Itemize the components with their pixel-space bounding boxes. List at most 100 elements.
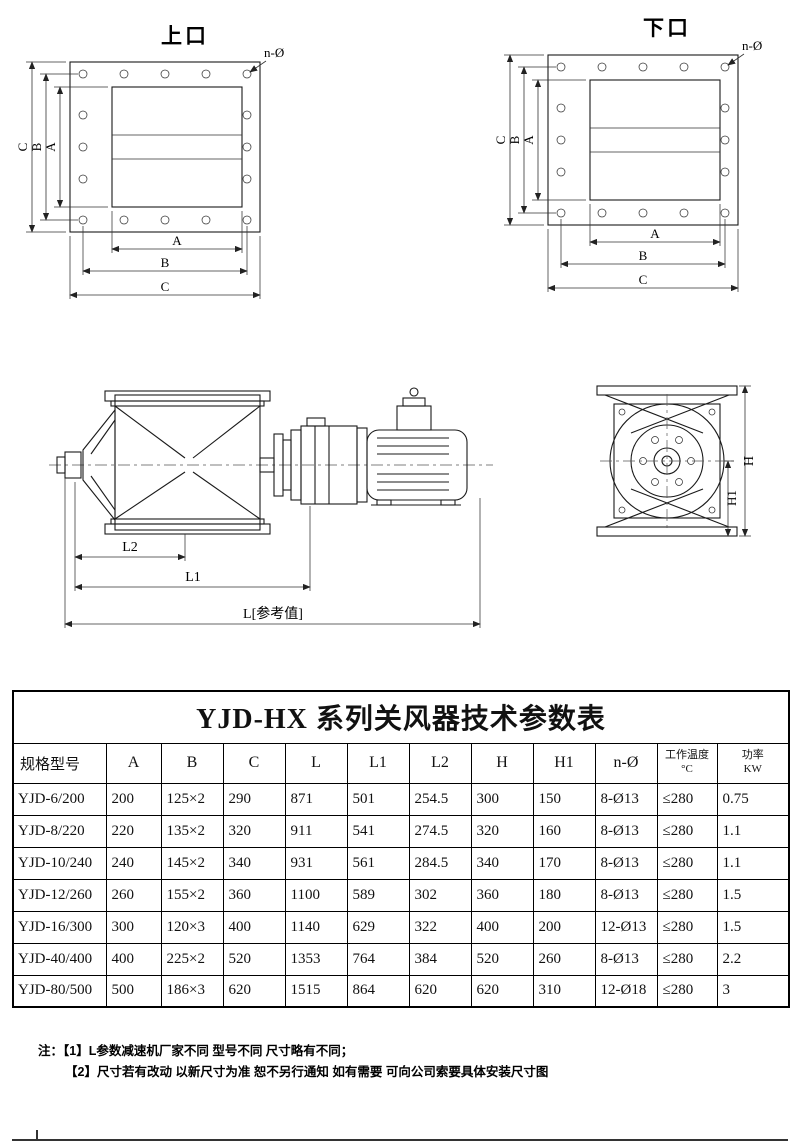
cell-c: 520	[222, 942, 286, 976]
flange-outer-square	[547, 54, 739, 226]
dim-l2-label: L2	[122, 540, 138, 555]
cell-l1: 864	[346, 974, 410, 1008]
extension-lines	[504, 54, 739, 292]
table-title: YJD-HX 系列关风器技术参数表	[12, 690, 790, 744]
temp-header-line1: 工作温度	[665, 749, 709, 762]
cell-n: 12-Ø13	[594, 910, 658, 944]
cell-c: 620	[222, 974, 286, 1008]
cell-kw: 1.1	[716, 814, 790, 848]
cell-h1: 160	[532, 814, 596, 848]
dim-h-label: H	[742, 456, 757, 466]
top-port-flange-drawing: A B C A B C n-Ø	[15, 45, 284, 299]
col-header-c: C	[222, 742, 286, 784]
flange-opening-square	[111, 86, 243, 208]
cell-l1: 629	[346, 910, 410, 944]
dimension-lines	[506, 54, 739, 292]
col-header-n: n-Ø	[594, 742, 658, 784]
dimension-lines	[28, 61, 261, 299]
cell-model: YJD-40/400	[12, 942, 107, 976]
cell-b: 125×2	[160, 782, 224, 816]
cell-a: 220	[105, 814, 162, 848]
cell-h: 620	[470, 974, 534, 1008]
bolt-holes	[78, 69, 252, 225]
dimension-lines	[64, 553, 481, 628]
cell-kw: 1.5	[716, 878, 790, 912]
cell-temp: ≤280	[656, 878, 718, 912]
dim-b-left-label: B	[29, 142, 44, 151]
kw-header-line1: 功率	[741, 749, 764, 762]
cell-h: 520	[470, 942, 534, 976]
cell-kw: 3	[716, 974, 790, 1008]
cell-l: 1140	[284, 910, 348, 944]
col-header-l1: L1	[346, 742, 410, 784]
cell-b: 145×2	[160, 846, 224, 880]
cell-h: 320	[470, 814, 534, 848]
cell-h1: 260	[532, 942, 596, 976]
extension-lines	[26, 61, 261, 299]
dim-l-label: L[参考值]	[243, 605, 303, 622]
cell-b: 120×3	[160, 910, 224, 944]
col-header-b: B	[160, 742, 224, 784]
bottom-border-line	[12, 1139, 788, 1141]
cell-n: 8-Ø13	[594, 878, 658, 912]
cell-h: 340	[470, 846, 534, 880]
cell-c: 360	[222, 878, 286, 912]
cell-l1: 561	[346, 846, 410, 880]
cell-h: 360	[470, 878, 534, 912]
end-view-drawing: H H1	[596, 385, 757, 537]
dim-b-left-label: B	[507, 135, 522, 144]
cell-temp: ≤280	[656, 910, 718, 944]
cell-l2: 254.5	[408, 782, 472, 816]
cell-a: 500	[105, 974, 162, 1008]
cell-h1: 180	[532, 878, 596, 912]
cell-h1: 200	[532, 910, 596, 944]
cell-l2: 322	[408, 910, 472, 944]
cell-kw: 2.2	[716, 942, 790, 976]
cell-a: 200	[105, 782, 162, 816]
cell-l1: 764	[346, 942, 410, 976]
cell-l: 871	[284, 782, 348, 816]
cell-l1: 501	[346, 782, 410, 816]
cell-l2: 620	[408, 974, 472, 1008]
cell-h: 300	[470, 782, 534, 816]
cell-kw: 1.5	[716, 910, 790, 944]
note-line-1: 注：【1】L参数减速机厂家不同 型号不同 尺寸略有不同；	[38, 1041, 548, 1062]
dim-c-left-label: C	[15, 143, 30, 152]
cell-a: 260	[105, 878, 162, 912]
note-1: 【1】L参数减速机厂家不同 型号不同 尺寸略有不同；	[63, 1044, 354, 1058]
flange-outer-square	[69, 61, 261, 233]
cell-l2: 274.5	[408, 814, 472, 848]
cell-l: 931	[284, 846, 348, 880]
cell-b: 186×3	[160, 974, 224, 1008]
dim-h1-label: H1	[724, 490, 739, 506]
bottom-tick	[36, 1130, 38, 1140]
bottom-port-title: 下口	[643, 16, 691, 40]
eye-bolt-icon	[409, 387, 419, 397]
cell-n: 8-Ø13	[594, 846, 658, 880]
bottom-port-flange-drawing: A B C A B C n-Ø	[493, 38, 762, 292]
dimension-lines	[724, 385, 749, 537]
cell-temp: ≤280	[656, 782, 718, 816]
valve-body	[56, 390, 271, 535]
note-line-2: 【2】尺寸若有改动 以新尺寸为准 恕不另行通知 如有需要 可向公司索要具体安装尺…	[65, 1065, 549, 1080]
cell-temp: ≤280	[656, 942, 718, 976]
cell-model: YJD-16/300	[12, 910, 107, 944]
cell-a: 400	[105, 942, 162, 976]
dim-a-bottom-label: A	[172, 233, 182, 248]
cell-l: 911	[284, 814, 348, 848]
cell-n: 8-Ø13	[594, 782, 658, 816]
cell-temp: ≤280	[656, 846, 718, 880]
cell-model: YJD-80/500	[12, 974, 107, 1008]
temp-header-line2: °C	[681, 763, 693, 775]
cell-l1: 541	[346, 814, 410, 848]
dim-a-left-label: A	[43, 142, 58, 152]
cell-model: YJD-8/220	[12, 814, 107, 848]
bolt-leader-line	[727, 53, 745, 66]
drive-assembly	[259, 387, 468, 506]
cell-n: 8-Ø13	[594, 942, 658, 976]
kw-header-line2: KW	[743, 763, 762, 775]
